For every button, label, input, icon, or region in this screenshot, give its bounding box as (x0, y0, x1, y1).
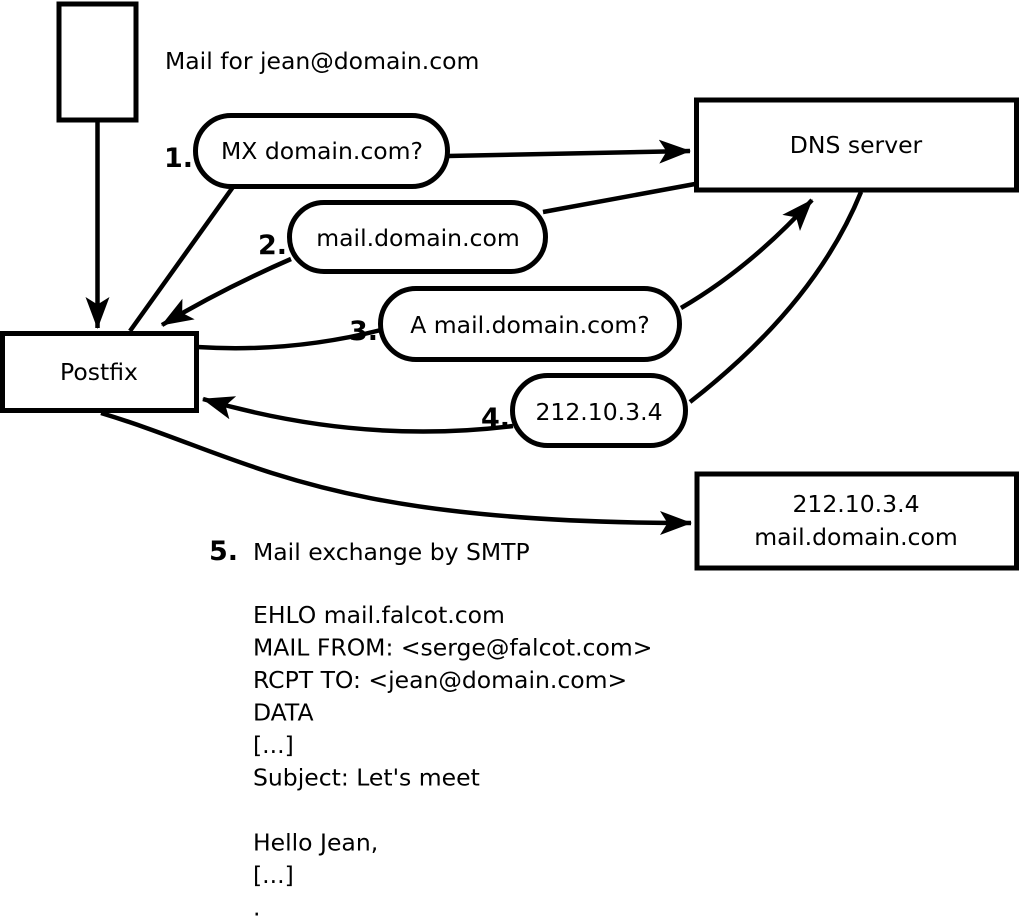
edge-a-answer-to-postfix (202, 396, 514, 434)
envelope-node (56, 1, 139, 123)
dns-server-label: DNS server (790, 131, 923, 159)
smtp-line-rcpt-to: RCPT TO: <jean@domain.com> (253, 666, 627, 694)
diagram-title: Mail for jean@domain.com (165, 47, 479, 75)
postfix-label: Postfix (60, 358, 138, 386)
edge-postfix-to-a-query (196, 327, 382, 351)
smtp-line-ellipsis2: [...] (253, 861, 294, 889)
step3-number: 3. (349, 316, 378, 347)
postfix-node (0, 331, 199, 413)
smtp-line-mail-from: MAIL FROM: <serge@falcot.com> (253, 634, 652, 662)
step1-pill (193, 113, 450, 189)
edge-dns-to-a-answer (688, 191, 864, 404)
step4-pill (510, 373, 688, 448)
step3-pill (378, 286, 682, 362)
step5-label: Mail exchange by SMTP (253, 538, 530, 566)
smtp-transcript: EHLO mail.falcot.com MAIL FROM: <serge@f… (253, 601, 652, 919)
step1-number: 1. (164, 143, 193, 174)
edge-mx-answer-to-postfix (160, 256, 292, 327)
step1-label: MX domain.com? (221, 137, 423, 165)
mail-server-hostname: mail.domain.com (754, 523, 958, 551)
edge-postfix-to-mx-query (128, 185, 235, 333)
step4-label: 212.10.3.4 (535, 398, 662, 426)
edge-dns-to-mx-answer (542, 181, 696, 215)
dns-server-node (694, 97, 1019, 193)
smtp-line-subject: Subject: Let's meet (253, 764, 480, 792)
mail-server-node (694, 471, 1019, 571)
smtp-line-ehlo: EHLO mail.falcot.com (253, 601, 505, 629)
smtp-line-data: DATA (253, 699, 314, 727)
smtp-line-hello: Hello Jean, (253, 829, 378, 857)
step2-pill (287, 200, 548, 274)
edge-a-query-to-dns (679, 198, 814, 310)
step2-number: 2. (258, 230, 287, 261)
edge-mx-query-to-dns (447, 139, 691, 164)
smtp-line-ellipsis1: [...] (253, 731, 294, 759)
step4-number: 4. (481, 403, 510, 434)
mail-server-ip: 212.10.3.4 (792, 490, 919, 518)
step3-label: A mail.domain.com? (410, 311, 650, 339)
step5-number: 5. (209, 536, 238, 567)
step2-label: mail.domain.com (316, 224, 520, 252)
smtp-line-end-dot: . (253, 894, 260, 919)
edge-postfix-to-mail-server (100, 410, 692, 535)
